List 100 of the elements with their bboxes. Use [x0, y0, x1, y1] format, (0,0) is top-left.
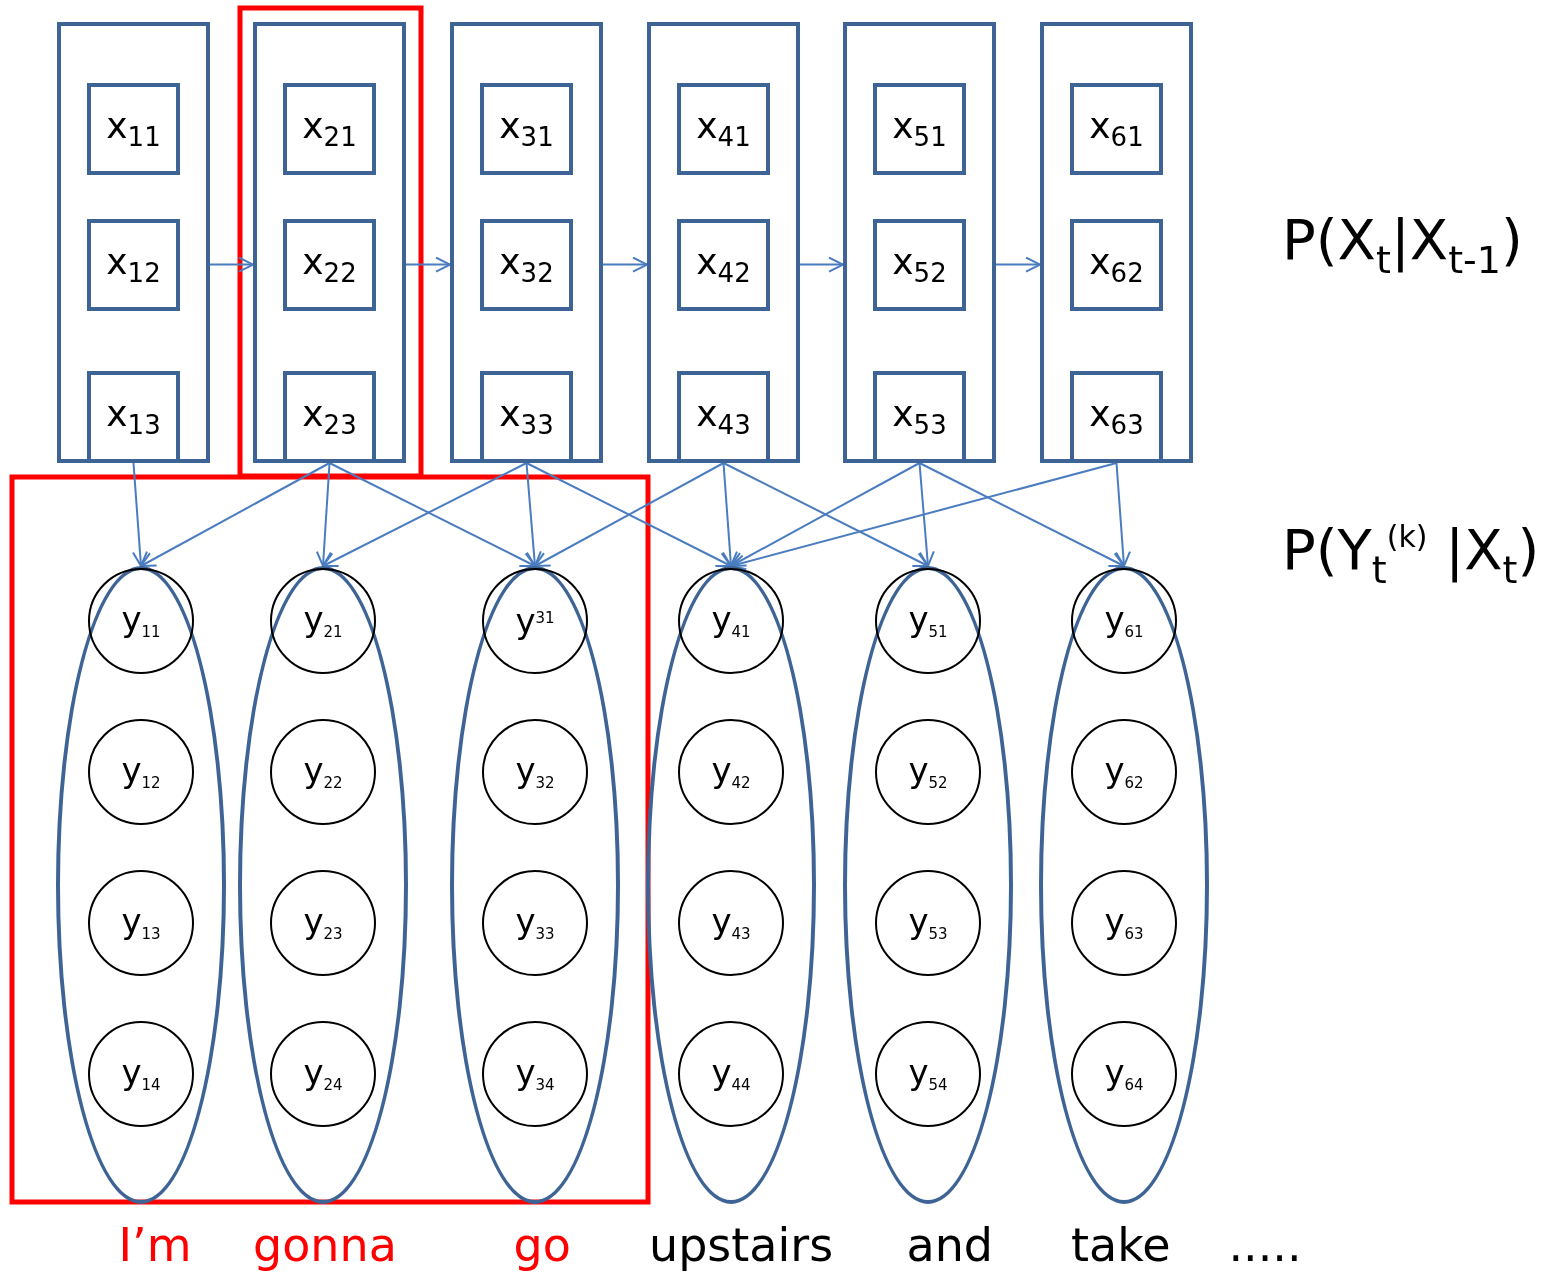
variable-label: y$_{64}$: [1104, 1055, 1144, 1093]
variable-label: x$_{52}$: [892, 244, 947, 286]
observation-circle: [678, 1021, 784, 1127]
observation-circle: [270, 870, 376, 976]
variable-label: x$_{63}$: [1089, 396, 1144, 438]
observation-circle: [875, 1021, 981, 1127]
arrow: [918, 462, 1125, 567]
observation-circle: [88, 719, 194, 825]
observation-circle: [88, 1021, 194, 1127]
arrow: [918, 462, 935, 567]
variable-label: y$_{14}$: [121, 1055, 161, 1093]
observation-circle: [875, 719, 981, 825]
variable-label: y$_{21}$: [303, 602, 343, 640]
state-box: [283, 219, 376, 311]
variable-label: y$_{63}$: [1104, 904, 1144, 942]
variable-label: x$_{21}$: [302, 108, 357, 150]
variable-label: y$_{41}$: [711, 602, 751, 640]
state-box: [1070, 219, 1163, 311]
observation-ellipse: [843, 566, 1013, 1204]
observation-circle: [678, 719, 784, 825]
variable-label: x$_{62}$: [1089, 244, 1144, 286]
variable-label: y$_{42}$: [711, 753, 751, 791]
arrow: [525, 462, 542, 567]
state-box: [1070, 83, 1163, 175]
variable-label: x$_{43}$: [696, 396, 751, 438]
variable-label: x$_{23}$: [302, 396, 357, 438]
observation-circle: [482, 870, 588, 976]
column-box: [843, 22, 996, 463]
state-box: [677, 83, 770, 175]
observation-circle: [1071, 870, 1177, 976]
observation-ellipse: [450, 566, 620, 1204]
variable-label: y$_{54}$: [908, 1055, 948, 1093]
variable-label: y$_{23}$: [303, 904, 343, 942]
arrow: [1115, 462, 1131, 567]
column-box: [253, 22, 406, 463]
column-box: [647, 22, 800, 463]
observation-circle: [1071, 568, 1177, 674]
observation-circle: [1071, 1021, 1177, 1127]
observation-circle: [482, 568, 588, 674]
arrow: [209, 256, 254, 273]
observation-circle: [1071, 719, 1177, 825]
variable-label: x$_{53}$: [892, 396, 947, 438]
observation-circle: [678, 870, 784, 976]
variable-label: y$_{51}$: [908, 602, 948, 640]
variable-label: x$_{61}$: [1089, 108, 1144, 150]
state-box: [873, 83, 966, 175]
observation-ellipse: [238, 566, 408, 1204]
observation-circle: [875, 568, 981, 674]
variable-label: y$_{61}$: [1104, 602, 1144, 640]
arrow: [140, 462, 331, 567]
variable-label: x$_{13}$: [106, 396, 161, 438]
observation-circle: [270, 719, 376, 825]
column-box: [57, 22, 210, 463]
arrow: [995, 256, 1041, 273]
variable-label: x$_{22}$: [302, 244, 357, 286]
variable-label: x$_{33}$: [499, 396, 554, 438]
observation-circle: [88, 568, 194, 674]
variable-label: x$_{31}$: [499, 108, 554, 150]
formula: P(Y$_{t}$$^{(k)}$ |X$_{t}$): [1282, 522, 1540, 589]
variable-label: y$_{22}$: [303, 753, 343, 791]
observation-ellipse: [1039, 566, 1209, 1204]
arrow: [799, 256, 844, 273]
observation-ellipse: [56, 566, 226, 1204]
state-box: [480, 83, 573, 175]
variable-label: y$_{11}$: [121, 602, 161, 640]
arrow: [722, 462, 738, 567]
variable-label: y$_{34}$: [515, 1055, 555, 1093]
observation-circle: [270, 1021, 376, 1127]
state-box: [480, 219, 573, 311]
variable-label: y$_{24}$: [303, 1055, 343, 1093]
variable-label: y$_{53}$: [908, 904, 948, 942]
observation-ellipse: [646, 566, 816, 1204]
formula: P(X$_{t}$|X$_{t-1}$): [1282, 212, 1523, 279]
column-box: [1040, 22, 1193, 463]
observation-circle: [678, 568, 784, 674]
observation-circle: [482, 719, 588, 825]
state-box: [873, 219, 966, 311]
ellipsis: .....: [1228, 1222, 1302, 1268]
arrow: [315, 462, 332, 567]
variable-label: y$^{31}$: [515, 604, 555, 638]
word: I’m: [118, 1222, 192, 1268]
observation-circle: [482, 1021, 588, 1127]
variable-label: x$_{42}$: [696, 244, 751, 286]
variable-label: x$_{41}$: [696, 108, 751, 150]
variable-label: y$_{52}$: [908, 753, 948, 791]
variable-label: x$_{32}$: [499, 244, 554, 286]
observation-circle: [875, 870, 981, 976]
arrow: [602, 256, 648, 273]
variable-label: x$_{11}$: [106, 108, 161, 150]
state-box: [283, 83, 376, 175]
column-box: [450, 22, 603, 463]
arrow: [405, 256, 451, 273]
observation-circle: [270, 568, 376, 674]
state-box: [87, 219, 180, 311]
word: take: [1071, 1222, 1171, 1268]
variable-label: x$_{12}$: [106, 244, 161, 286]
state-box: [677, 219, 770, 311]
arrow: [132, 462, 148, 567]
variable-label: y$_{62}$: [1104, 753, 1144, 791]
variable-label: y$_{33}$: [515, 904, 555, 942]
